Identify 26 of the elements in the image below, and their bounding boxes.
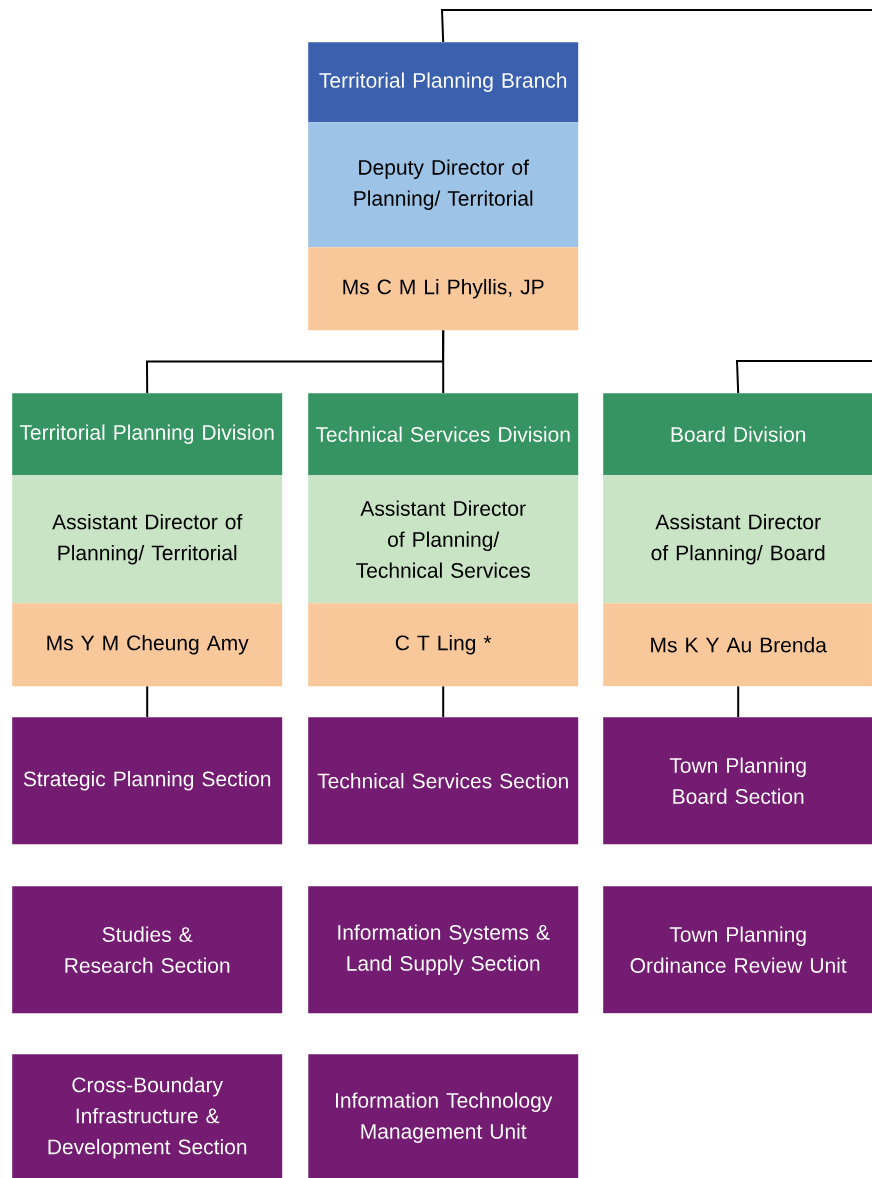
connector-line [440, 9, 872, 43]
role-band: Assistant Director of Planning/ Board [603, 475, 872, 604]
connector-line [442, 685, 445, 718]
section-box: Strategic Planning Section [12, 717, 283, 845]
section-box: Town Planning Board Section [603, 717, 872, 845]
section-box: Studies & Research Section [12, 886, 283, 1014]
section-box: Town Planning Ordinance Review Unit [603, 886, 872, 1014]
section-box: Information Systems & Land Supply Section [308, 886, 579, 1014]
connector-line [442, 329, 445, 394]
name-band: Ms Y M Cheung Amy [12, 603, 283, 687]
connector-line [735, 360, 872, 394]
title-band: Territorial Planning Branch [308, 42, 579, 123]
name-band: Ms C M Li Phyllis, JP [308, 247, 579, 331]
section-box: Information Technology Management Unit [308, 1054, 579, 1178]
section-box: Technical Services Section [308, 717, 579, 845]
role-band: Assistant Director of Planning/ Technical Services [308, 475, 579, 604]
title-band: Technical Services Division [308, 393, 579, 476]
connector-line [146, 685, 149, 718]
title-band: Territorial Planning Division [12, 393, 283, 476]
name-band: Ms K Y Au Brenda [603, 603, 872, 687]
section-box: Cross-Boundary Infrastructure & Development Section [12, 1054, 283, 1178]
name-band: C T Ling * [308, 603, 579, 687]
role-band: Deputy Director of Planning/ Territorial [308, 122, 579, 248]
connector-line [737, 685, 740, 718]
title-band: Board Division [603, 393, 872, 476]
role-band: Assistant Director of Planning/ Territorial [12, 475, 283, 604]
